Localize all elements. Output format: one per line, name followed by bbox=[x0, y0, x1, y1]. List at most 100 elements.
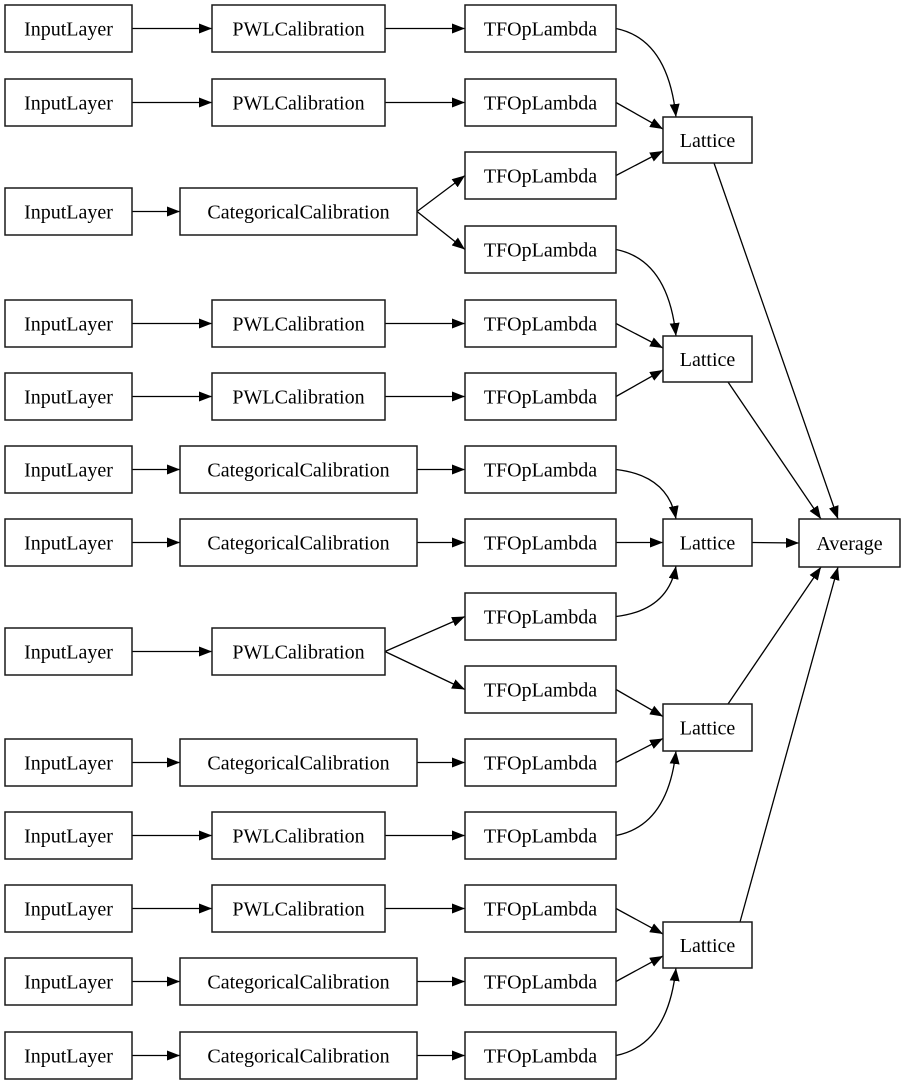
node-label: CategoricalCalibration bbox=[207, 460, 389, 482]
node-tfoplambda-t6: TFOpLambda bbox=[464, 372, 617, 421]
edge-l3-avg bbox=[751, 537, 800, 548]
node-categoricalcalibration-c6: CategoricalCalibration bbox=[179, 445, 418, 494]
node-label: CategoricalCalibration bbox=[207, 1046, 389, 1068]
node-lattice-l2: Lattice bbox=[662, 335, 753, 383]
edge-t11-l4 bbox=[615, 737, 664, 764]
node-box bbox=[464, 811, 617, 860]
node-box bbox=[211, 884, 386, 933]
node-label: TFOpLambda bbox=[484, 972, 597, 994]
node-label: TFOpLambda bbox=[484, 680, 597, 702]
node-inputlayer-i3: InputLayer bbox=[4, 187, 133, 236]
node-box bbox=[798, 518, 901, 568]
node-tfoplambda-t15: TFOpLambda bbox=[464, 1031, 617, 1080]
node-lattice-l4: Lattice bbox=[662, 703, 753, 752]
edge-t12-l4 bbox=[615, 750, 680, 837]
node-box bbox=[662, 116, 753, 164]
node-lattice-l5: Lattice bbox=[662, 921, 753, 969]
node-box bbox=[4, 518, 133, 567]
node-box bbox=[4, 4, 133, 53]
node-box bbox=[4, 445, 133, 494]
edge-t1-l1 bbox=[615, 27, 680, 118]
node-box bbox=[464, 151, 617, 200]
node-box bbox=[211, 372, 386, 421]
node-lattice-l3: Lattice bbox=[662, 518, 753, 567]
node-label: TFOpLambda bbox=[484, 753, 597, 775]
node-box bbox=[4, 187, 133, 236]
node-box bbox=[4, 738, 133, 787]
node-label: TFOpLambda bbox=[484, 826, 597, 848]
node-box bbox=[211, 811, 386, 860]
edge-l4-avg bbox=[727, 566, 822, 705]
node-tfoplambda-t9: TFOpLambda bbox=[464, 592, 617, 641]
node-box bbox=[179, 187, 418, 236]
edge-l5-avg bbox=[739, 566, 840, 923]
node-box bbox=[464, 665, 617, 714]
edge-c8-t9 bbox=[384, 615, 466, 653]
node-label: TFOpLambda bbox=[484, 899, 597, 921]
edge-c3-t4 bbox=[416, 210, 466, 251]
edge-t2-l1 bbox=[615, 101, 664, 130]
node-label: Lattice bbox=[680, 349, 736, 371]
node-tfoplambda-t2: TFOpLambda bbox=[464, 78, 617, 127]
node-box bbox=[662, 518, 753, 567]
node-categoricalcalibration-c12: CategoricalCalibration bbox=[179, 957, 418, 1006]
node-label: InputLayer bbox=[24, 972, 113, 994]
edge-t7-l3 bbox=[615, 468, 679, 520]
node-tfoplambda-t4: TFOpLambda bbox=[464, 225, 617, 274]
node-tfoplambda-t7: TFOpLambda bbox=[464, 445, 617, 494]
node-label: PWLCalibration bbox=[232, 387, 364, 409]
node-label: InputLayer bbox=[24, 899, 113, 921]
node-label: Lattice bbox=[680, 718, 736, 740]
node-label: TFOpLambda bbox=[484, 533, 597, 555]
node-label: TFOpLambda bbox=[484, 240, 597, 262]
edge-t10-l4 bbox=[615, 688, 664, 718]
node-label: TFOpLambda bbox=[484, 19, 597, 41]
node-box bbox=[464, 225, 617, 274]
node-box bbox=[464, 445, 617, 494]
node-label: InputLayer bbox=[24, 93, 113, 115]
node-box bbox=[464, 518, 617, 567]
node-pwlcalibration-c8: PWLCalibration bbox=[211, 627, 386, 676]
node-box bbox=[179, 445, 418, 494]
node-label: Lattice bbox=[680, 935, 736, 957]
node-box bbox=[4, 299, 133, 348]
node-label: TFOpLambda bbox=[484, 460, 597, 482]
node-box bbox=[464, 299, 617, 348]
node-categoricalcalibration-c7: CategoricalCalibration bbox=[179, 518, 418, 567]
node-box bbox=[464, 738, 617, 787]
node-inputlayer-i12: InputLayer bbox=[4, 957, 133, 1006]
node-box bbox=[4, 1031, 133, 1080]
node-label: PWLCalibration bbox=[232, 314, 364, 336]
node-box bbox=[464, 372, 617, 421]
node-inputlayer-i10: InputLayer bbox=[4, 811, 133, 860]
edge-t13-l5 bbox=[615, 907, 664, 935]
node-label: TFOpLambda bbox=[484, 607, 597, 629]
node-label: PWLCalibration bbox=[232, 93, 364, 115]
node-tfoplambda-t14: TFOpLambda bbox=[464, 957, 617, 1006]
edge-t15-l5 bbox=[615, 967, 680, 1057]
node-inputlayer-i9: InputLayer bbox=[4, 738, 133, 787]
node-label: TFOpLambda bbox=[484, 93, 597, 115]
node-categoricalcalibration-c13: CategoricalCalibration bbox=[179, 1031, 418, 1080]
node-pwlcalibration-c11: PWLCalibration bbox=[211, 884, 386, 933]
node-label: CategoricalCalibration bbox=[207, 202, 389, 224]
edge-t5-l2 bbox=[615, 322, 664, 349]
node-tfoplambda-t3: TFOpLambda bbox=[464, 151, 617, 200]
node-label: CategoricalCalibration bbox=[207, 753, 389, 775]
node-label: InputLayer bbox=[24, 642, 113, 664]
nodes-layer: InputLayerInputLayerInputLayerInputLayer… bbox=[4, 4, 901, 1080]
node-box bbox=[211, 299, 386, 348]
edge-c3-t3 bbox=[416, 174, 466, 213]
node-box bbox=[662, 335, 753, 383]
node-box bbox=[179, 738, 418, 787]
node-box bbox=[4, 372, 133, 421]
node-inputlayer-i6: InputLayer bbox=[4, 445, 133, 494]
node-box bbox=[464, 4, 617, 53]
node-average-avg: Average bbox=[798, 518, 901, 568]
node-box bbox=[179, 957, 418, 1006]
edge-l1-avg bbox=[713, 162, 839, 520]
node-label: InputLayer bbox=[24, 826, 113, 848]
node-box bbox=[464, 957, 617, 1006]
edge-t9-l3 bbox=[615, 565, 679, 618]
node-box bbox=[4, 884, 133, 933]
